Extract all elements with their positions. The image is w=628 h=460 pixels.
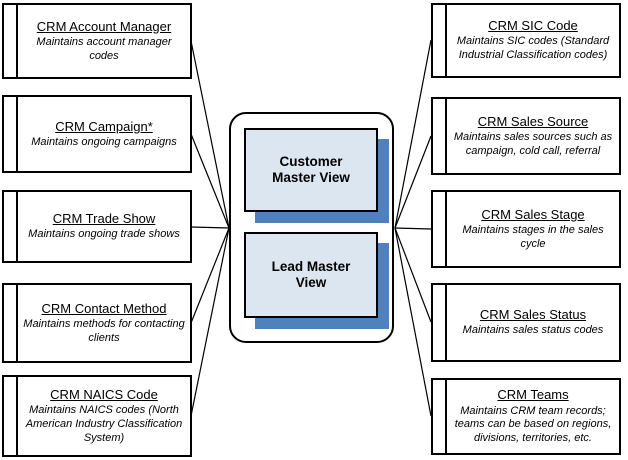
box-description: Maintains methods for contacting clients [23,317,185,344]
box-title: CRM Trade Show [52,211,156,226]
box-left-stub [433,380,447,453]
box-crm-campaign: CRM Campaign* Maintains ongoing campaign… [2,95,192,173]
box-description: Maintains SIC codes (Standard Industrial… [456,35,610,62]
box-crm-contact-method: CRM Contact Method Maintains methods for… [2,283,192,363]
box-left-stub [433,5,447,76]
box-content: CRM Trade Show Maintains ongoing trade s… [18,192,190,261]
box-crm-sic-code: CRM SIC Code Maintains SIC codes (Standa… [431,3,621,78]
box-content: CRM SIC Code Maintains SIC codes (Standa… [447,5,619,76]
box-content: CRM Sales Stage Maintains stages in the … [447,192,619,266]
customer-master-view-box: Customer Master View [244,128,389,223]
box-description: Maintains ongoing campaigns [31,135,177,148]
box-crm-sales-stage: CRM Sales Stage Maintains stages in the … [431,190,621,268]
box-title: CRM Campaign* [55,118,153,134]
box-left-stub [433,285,447,360]
box-description: Maintains ongoing trade shows [28,228,180,241]
box-crm-sales-source: CRM Sales Source Maintains sales sources… [431,97,621,175]
box-content: CRM Sales Source Maintains sales sources… [447,99,619,173]
box-title: CRM Contact Method [41,300,167,316]
box-title: CRM Sales Source [477,113,589,129]
box-title: CRM SIC Code [488,18,578,34]
box-crm-teams: CRM Teams Maintains CRM team records; te… [431,378,621,455]
box-description: Maintains NAICS codes (North American In… [25,404,183,444]
box-content: CRM Contact Method Maintains methods for… [18,285,190,361]
box-description: Maintains stages in the sales cycle [462,223,604,250]
box-content: CRM Account Manager Maintains account ma… [18,5,190,77]
box-content: CRM Teams Maintains CRM team records; te… [447,380,619,453]
box-content: CRM NAICS Code Maintains NAICS codes (No… [18,377,190,455]
box-title: CRM NAICS Code [50,386,158,402]
box-title: CRM Sales Status [479,307,587,322]
box-description: Maintains sales sources such as campaign… [453,130,613,157]
box-left-stub [4,97,18,171]
box-left-stub [4,377,18,455]
box-content: CRM Campaign* Maintains ongoing campaign… [18,97,190,171]
box-description: Maintains CRM team records; teams can be… [454,404,612,445]
box-left-stub [433,99,447,173]
box-title: CRM Account Manager [36,18,172,34]
box-crm-account-manager: CRM Account Manager Maintains account ma… [2,3,192,79]
lead-master-view-box: Lead Master View [244,232,389,329]
view-box-label: Customer Master View [244,128,378,212]
box-title: CRM Sales Stage [481,206,585,222]
box-crm-sales-status: CRM Sales Status Maintains sales status … [431,283,621,362]
box-content: CRM Sales Status Maintains sales status … [447,285,619,360]
box-left-stub [4,192,18,261]
box-crm-naics-code: CRM NAICS Code Maintains NAICS codes (No… [2,375,192,457]
box-title: CRM Teams [497,387,569,403]
box-left-stub [4,5,18,77]
view-box-label: Lead Master View [244,232,378,318]
box-left-stub [433,192,447,266]
box-description: Maintains account manager codes [36,35,172,62]
box-crm-trade-show: CRM Trade Show Maintains ongoing trade s… [2,190,192,263]
box-left-stub [4,285,18,361]
box-description: Maintains sales status codes [462,324,604,337]
